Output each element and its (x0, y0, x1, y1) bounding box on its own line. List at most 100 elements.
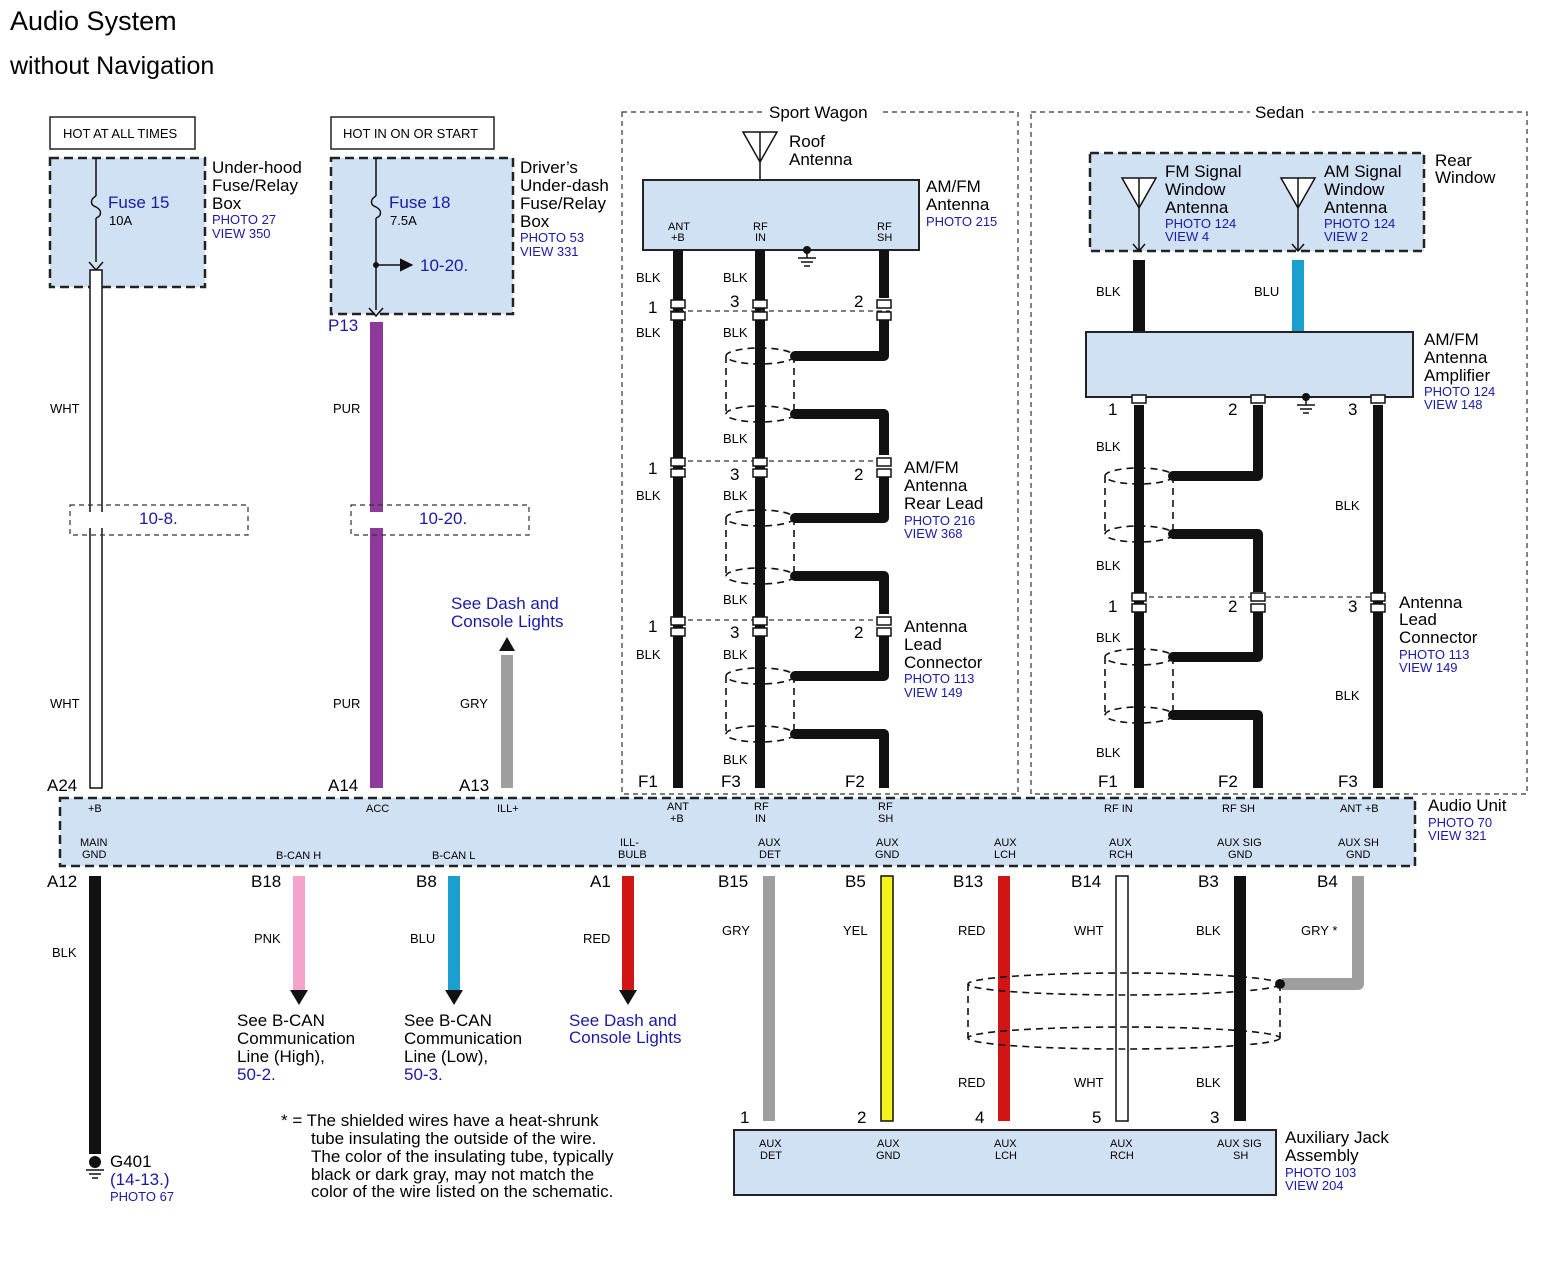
underhood-photo-ref: PHOTO 27 (212, 212, 276, 227)
pin-number: 1 (740, 1108, 749, 1127)
fm-view-ref: VIEW 4 (1165, 229, 1209, 244)
pin-number: 2 (854, 623, 863, 642)
pin-number: 3 (730, 292, 739, 311)
pin-label: SH (878, 813, 893, 825)
wire-color-blk: BLK (1096, 284, 1121, 299)
pin-label: DET (759, 849, 781, 861)
pin-number: 1 (648, 298, 657, 317)
ground-ref: (14-13.) (110, 1170, 170, 1189)
wire-color-gry: GRY * (1301, 923, 1337, 938)
wire-color-blk: BLK (636, 647, 661, 662)
wire-color-blk: BLK (52, 945, 77, 960)
wire-color-blk: BLK (1096, 630, 1121, 645)
rear-lead-view-ref: VIEW 368 (904, 526, 963, 541)
connector-b14: B14 (1071, 872, 1101, 891)
bcan-h-ref: 50-2. (237, 1065, 276, 1084)
wire-color-blk: BLK (723, 647, 748, 662)
pin-number: 1 (1108, 597, 1117, 616)
connector-b5: B5 (845, 872, 866, 891)
pin-label: RF SH (1222, 803, 1255, 815)
pin-label: RCH (1109, 849, 1133, 861)
wire-color-blk: BLK (636, 325, 661, 340)
aux-jack-box (733, 1129, 1277, 1196)
pin-number: 5 (1092, 1108, 1101, 1127)
connector-p13: P13 (328, 316, 358, 335)
wire-pnk-b18 (293, 876, 305, 992)
aux-jack-photo-ref: PHOTO 103 (1285, 1165, 1356, 1180)
pin-label: ACC (366, 803, 389, 815)
amplifier-label-2: Antenna (1424, 348, 1488, 367)
wire-color-blk: BLK (1096, 439, 1121, 454)
note-line-3: The color of the insulating tube, typica… (311, 1147, 614, 1166)
fm-photo-ref: PHOTO 124 (1165, 216, 1236, 231)
pin-plus-b: +B (671, 232, 685, 244)
pin-label: AUX (758, 837, 781, 849)
wire-color-gry: GRY (722, 923, 750, 938)
wagon-lead-label-1: Antenna (904, 617, 968, 636)
connector-b8: B8 (416, 872, 437, 891)
hot-at-all-times-label-box (49, 116, 196, 150)
wire-color-blk: BLK (723, 488, 748, 503)
underdash-photo-ref: PHOTO 53 (520, 230, 584, 245)
pin-label: GND (875, 849, 900, 861)
fuse-15-rating: 10A (109, 213, 132, 228)
connector-b13: B13 (953, 872, 983, 891)
pin-label: MAIN (80, 837, 108, 849)
wire-color-blk: BLK (1335, 498, 1360, 513)
pin-label: RF (878, 801, 893, 813)
see-dash-lights-1: See Dash and (569, 1011, 677, 1030)
wire-color-pnk: PNK (254, 931, 281, 946)
fm-antenna-label-2: Window (1165, 180, 1226, 199)
wire-color-wht: WHT (1074, 1075, 1104, 1090)
aux-jack-view-ref: VIEW 204 (1285, 1178, 1344, 1193)
hot-in-on-or-start: HOT IN ON OR START (343, 126, 478, 141)
wire-color-red: RED (583, 931, 610, 946)
fuse-icon (90, 195, 102, 219)
wire-wht-b14 (1115, 875, 1129, 1122)
pin-label: +B (670, 813, 684, 825)
wire-color-gry: GRY (460, 696, 488, 711)
wagon-lead-label-2: Lead (904, 635, 942, 654)
pin-number: 2 (854, 465, 863, 484)
pin-label: RF IN (1104, 803, 1133, 815)
sport-wagon-label: Sport Wagon (769, 103, 868, 122)
connector-f1: F1 (1098, 772, 1118, 791)
pin-number: 3 (730, 623, 739, 642)
bcan-h-label-2: Communication (237, 1029, 355, 1048)
connector-f3: F3 (1338, 772, 1358, 791)
wire-color-red: RED (958, 1075, 985, 1090)
wire-red-b13 (998, 876, 1010, 1121)
arrow-down-icon (619, 990, 637, 1005)
pin-label: AUX (1110, 1138, 1133, 1150)
pin-label: LCH (994, 849, 1016, 861)
wire-blk-b3 (1234, 876, 1246, 1121)
bcan-l-ref: 50-3. (404, 1065, 443, 1084)
pin-number: 3 (730, 465, 739, 484)
pin-number: 2 (1228, 400, 1237, 419)
arrow-down-icon (445, 990, 463, 1005)
pin-label: ILL- (620, 837, 639, 849)
pin-label: GND (1346, 849, 1371, 861)
pin-label: AUX (876, 837, 899, 849)
pin-label: LCH (995, 1150, 1017, 1162)
splice-ref-box (69, 504, 249, 536)
pin-in: IN (755, 232, 766, 244)
underdash-view-ref: VIEW 331 (520, 244, 579, 259)
pin-label: B-CAN H (276, 850, 321, 862)
pin-number: 2 (854, 292, 863, 311)
ground-photo-ref: PHOTO 67 (110, 1189, 174, 1204)
see-dash-lights-2: Console Lights (569, 1028, 681, 1047)
arrow-down-icon (290, 990, 308, 1005)
antenna-amplifier-box (1085, 331, 1414, 398)
pin-number: 2 (1228, 597, 1237, 616)
roof-antenna-label-2: Antenna (789, 150, 853, 169)
connector-f1: F1 (638, 772, 658, 791)
pin-label: ILL+ (497, 803, 519, 815)
bcan-h-label-1: See B-CAN (237, 1011, 325, 1030)
aux-jack-label-1: Auxiliary Jack (1285, 1128, 1389, 1147)
connector-a24: A24 (47, 776, 77, 795)
underhood-view-ref: VIEW 350 (212, 226, 271, 241)
underhood-label-1: Under-hood (212, 158, 302, 177)
pin-label: AUX (994, 837, 1017, 849)
